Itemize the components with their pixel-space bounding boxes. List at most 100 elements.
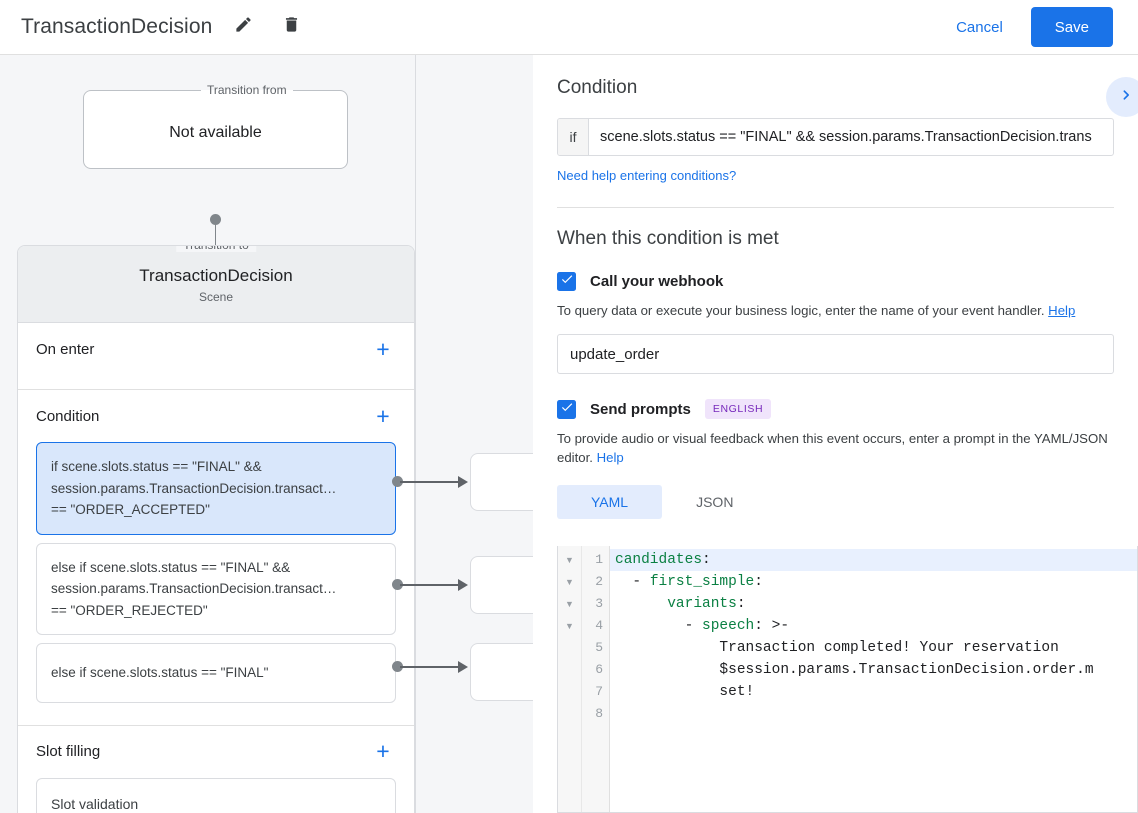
code-indent <box>615 684 719 700</box>
code-rest: : <box>736 596 746 612</box>
when-condition-met-heading: When this condition is met <box>557 228 779 249</box>
scene-card: Transition to TransactionDecision Scene … <box>17 245 415 813</box>
webhook-description: To query data or execute your business l… <box>557 301 1114 320</box>
panel-divider <box>557 207 1114 208</box>
edge-line-1 <box>400 481 462 483</box>
section-title-condition: Condition <box>36 407 100 425</box>
edge-dot-1 <box>392 476 403 487</box>
code-line[interactable]: - first_simple: <box>610 571 1137 593</box>
line-number: 5 <box>595 640 603 655</box>
code-rest: Transaction completed! Your reservation <box>719 640 1059 656</box>
scene-graph-canvas[interactable]: Transition from Not available Transition… <box>0 55 533 813</box>
edge-arrow-1 <box>458 476 468 488</box>
code-line[interactable]: Transaction completed! Your reservation <box>610 637 1137 659</box>
section-on-enter: On enter + <box>18 323 414 390</box>
condition-line-2: session.params.TransactionDecision.trans… <box>51 480 337 496</box>
edge-dot-3 <box>392 661 403 672</box>
line-number: 6 <box>595 662 603 677</box>
editor-format-tabs: YAML JSON <box>557 485 1114 519</box>
language-badge: ENGLISH <box>704 399 772 419</box>
prompts-help-link[interactable]: Help <box>596 450 624 465</box>
add-on-enter-button[interactable]: + <box>376 335 390 362</box>
fold-toggle-icon[interactable]: ▼ <box>565 555 574 565</box>
condition-list-item[interactable]: else if scene.slots.status == "FINAL" <box>36 643 396 703</box>
line-number: 4 <box>595 618 603 633</box>
cancel-button[interactable]: Cancel <box>940 11 1019 44</box>
edge-arrow-2 <box>458 579 468 591</box>
fold-toggle-icon[interactable]: ▼ <box>565 621 574 631</box>
prompts-description-text: To provide audio or visual feedback when… <box>557 431 1108 465</box>
need-help-conditions-link[interactable]: Need help entering conditions? <box>557 168 737 183</box>
add-condition-button[interactable]: + <box>376 402 390 429</box>
transition-to-legend: Transition to <box>176 245 256 252</box>
code-line[interactable]: candidates: <box>610 549 1137 571</box>
fold-toggle-icon[interactable]: ▼ <box>565 577 574 587</box>
edit-name-button[interactable] <box>226 10 260 44</box>
target-box-3[interactable] <box>470 643 533 701</box>
delete-button[interactable] <box>274 10 308 44</box>
editor-line-numbers: 1 2 3 4 5 6 7 8 <box>582 546 610 812</box>
condition-line-1: else if scene.slots.status == "FINAL" && <box>51 559 291 575</box>
prompts-description: To provide audio or visual feedback when… <box>557 429 1112 467</box>
call-webhook-row: Call your webhook <box>557 272 1114 291</box>
target-box-2[interactable] <box>470 556 533 614</box>
condition-heading: Condition <box>557 77 638 98</box>
section-head-slot-filling: Slot filling + <box>36 726 396 778</box>
send-prompts-row: Send prompts ENGLISH <box>557 399 1114 419</box>
condition-line-1: if scene.slots.status == "FINAL" && <box>51 459 262 474</box>
condition-expression-input[interactable] <box>589 119 1113 155</box>
section-head-on-enter: On enter + <box>36 323 396 375</box>
target-box-1[interactable] <box>470 453 533 511</box>
code-key: first_simple <box>649 574 755 590</box>
section-title-on-enter: On enter <box>36 340 95 358</box>
webhook-handler-input[interactable] <box>557 334 1114 374</box>
scene-subtitle: Scene <box>198 290 234 304</box>
edge-line-2 <box>400 584 462 586</box>
code-line[interactable]: set! <box>610 681 1137 703</box>
condition-line-1: else if scene.slots.status == "FINAL" <box>51 665 269 680</box>
condition-section: Condition if Need help entering conditio… <box>533 55 1138 208</box>
line-number: 7 <box>595 684 603 699</box>
send-prompts-checkbox[interactable] <box>557 399 576 419</box>
fold-toggle-icon[interactable]: ▼ <box>565 599 574 609</box>
save-button[interactable]: Save <box>1030 7 1113 47</box>
code-line[interactable]: $session.params.TransactionDecision.orde… <box>610 659 1137 681</box>
code-line[interactable]: - speech: >- <box>610 615 1137 637</box>
code-line[interactable] <box>610 703 1137 725</box>
condition-list-item[interactable]: if scene.slots.status == "FINAL" && sess… <box>36 442 396 535</box>
send-prompts-label: Send prompts <box>590 400 691 418</box>
yaml-editor[interactable]: ▼ ▼ ▼ ▼ 1 2 3 4 5 6 7 8 candidates: - fi… <box>557 546 1138 813</box>
edge-dot-2 <box>392 579 403 590</box>
scene-header[interactable]: Transition to TransactionDecision Scene <box>18 245 414 323</box>
add-slot-filling-button[interactable]: + <box>376 738 390 764</box>
code-rest: $session.params.TransactionDecision.orde… <box>719 662 1094 678</box>
code-rest: : <box>702 552 711 568</box>
page-title: TransactionDecision <box>21 15 213 38</box>
code-indent <box>615 596 667 612</box>
code-rest: : <box>754 574 763 590</box>
expand-panel-button[interactable] <box>1106 77 1138 117</box>
tab-yaml[interactable]: YAML <box>557 485 663 519</box>
transition-from-card[interactable]: Transition from Not available <box>83 83 348 169</box>
code-indent: - <box>615 574 650 590</box>
condition-list-item[interactable]: else if scene.slots.status == "FINAL" &&… <box>36 542 396 635</box>
trash-icon <box>282 15 301 39</box>
when-condition-met-section: When this condition is met Call your web… <box>533 208 1138 519</box>
condition-if-row[interactable]: if <box>557 118 1114 156</box>
code-line[interactable]: variants: <box>610 593 1137 615</box>
section-condition: Condition + if scene.slots.status == "FI… <box>18 390 414 726</box>
pencil-icon <box>234 15 253 39</box>
call-webhook-checkbox[interactable] <box>557 272 576 291</box>
line-number: 2 <box>595 574 603 589</box>
webhook-help-link[interactable]: Help <box>1048 303 1076 318</box>
editor-code-area[interactable]: candidates: - first_simple: variants: - … <box>610 546 1137 812</box>
slot-validation-item[interactable]: Slot validation <box>36 777 396 813</box>
call-webhook-label: Call your webhook <box>590 273 724 290</box>
edge-line-3 <box>400 666 462 668</box>
canvas-divider-line <box>415 55 416 813</box>
check-icon <box>560 272 574 291</box>
condition-heading-row: Condition <box>557 77 1114 99</box>
condition-line-3: == "ORDER_ACCEPTED" <box>51 502 210 517</box>
tab-json[interactable]: JSON <box>696 494 734 510</box>
